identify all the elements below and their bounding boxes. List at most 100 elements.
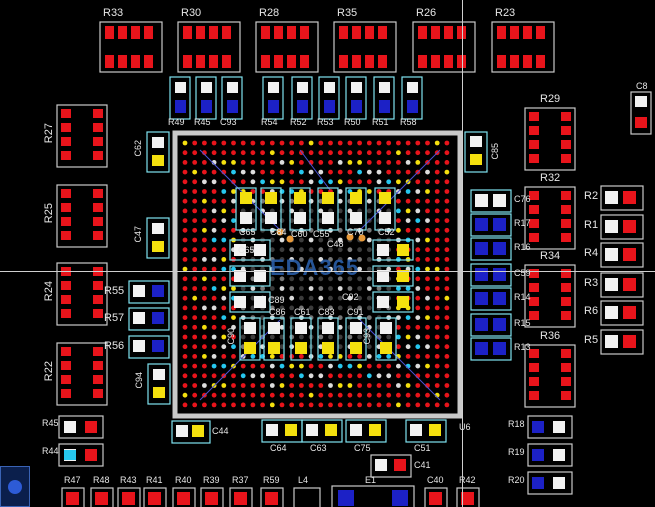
bga-ball (415, 324, 421, 330)
capacitor-outline (317, 187, 339, 231)
bga-ball (405, 286, 411, 291)
bga-ball (231, 160, 236, 165)
bga-ball (240, 286, 246, 291)
capacitor-outline (375, 317, 397, 361)
bga-ball (269, 383, 275, 388)
bga-ball (299, 363, 304, 369)
bga-ball (405, 140, 411, 146)
capacitor-outline (289, 187, 311, 231)
component-designator: C75 (354, 443, 371, 453)
bga-ball (202, 266, 207, 272)
pad (529, 191, 539, 200)
resistor-array-outline (56, 104, 108, 168)
capacitor-outline (345, 419, 387, 443)
trace (359, 319, 441, 401)
bga-ball (289, 266, 295, 272)
pad (623, 306, 636, 319)
bga-ball (231, 324, 236, 330)
component-designator: C92 (342, 292, 359, 302)
bga-ball (425, 208, 430, 214)
bga-ball (434, 344, 440, 350)
bga-ball (260, 150, 265, 156)
bga-ball (192, 305, 198, 311)
bga-ball (192, 402, 198, 408)
pad (152, 155, 164, 166)
component-designator: C60 (291, 229, 308, 239)
bga-ball (289, 247, 295, 253)
bga-ball (318, 286, 324, 291)
bga-ball (396, 344, 401, 350)
bga-ball (415, 208, 421, 214)
bga-ball (386, 257, 392, 262)
bga-ball (318, 257, 324, 262)
bga-ball (337, 257, 343, 262)
pad (93, 389, 103, 398)
bga-ball (269, 237, 275, 243)
bga-ball (192, 286, 198, 291)
bga-ball (415, 392, 421, 398)
corner-pad-button[interactable] (0, 466, 30, 507)
bga-ball (425, 266, 430, 272)
bga-ball (231, 169, 236, 175)
bga-ball (211, 179, 217, 185)
resistor-outline (600, 300, 644, 326)
bga-ball (211, 373, 217, 379)
bga-ball (279, 354, 285, 359)
bga-ball (250, 383, 256, 388)
pad (493, 318, 506, 331)
pad (561, 311, 571, 320)
bga-ball (182, 257, 188, 262)
bga-ball (415, 354, 421, 359)
pad (377, 244, 389, 256)
bga-ball (366, 140, 372, 146)
pad (497, 26, 506, 39)
pad (431, 55, 440, 68)
bga-ball (231, 354, 236, 359)
bga-ball (240, 392, 246, 398)
bga-ball (299, 334, 304, 340)
bga-ball (299, 402, 304, 408)
bga-ball (396, 227, 401, 233)
bga-ball (396, 315, 401, 320)
bga-ball (318, 363, 324, 369)
resistor-array-outline (177, 21, 241, 73)
bga-ball (444, 334, 450, 340)
bga-ball (444, 344, 450, 350)
bga-ball (299, 295, 304, 301)
bga-ball (240, 140, 246, 146)
bga-ball (444, 140, 450, 146)
pad (623, 335, 636, 348)
bga-ball (376, 257, 382, 262)
component-designator: C89 (268, 295, 285, 305)
component-designator: R40 (175, 475, 192, 485)
pad (561, 112, 571, 121)
pad (133, 340, 145, 352)
bga-ball (192, 354, 198, 359)
bga-ball (289, 344, 295, 350)
resistor-outline (600, 272, 644, 298)
bga-ball (328, 266, 333, 272)
bga-ball (221, 179, 227, 185)
bga-ball (357, 266, 362, 272)
bga-ball (221, 198, 227, 204)
pad (153, 387, 165, 398)
bga-ball (231, 227, 236, 233)
pad (294, 212, 306, 224)
bga-ball (250, 363, 256, 369)
bga-ball (182, 140, 188, 146)
pad (176, 425, 188, 437)
component-designator: C41 (414, 460, 431, 470)
bga-ball (386, 373, 392, 379)
bga-ball (386, 150, 392, 156)
component-designator: R36 (540, 330, 561, 342)
bga-ball (299, 257, 304, 262)
bga-ball (211, 315, 217, 320)
bga-ball (318, 354, 324, 359)
bga-ball (231, 257, 236, 262)
pad (493, 218, 506, 231)
bga-ball (250, 354, 256, 359)
bga-ball (328, 140, 333, 146)
bga-ball (202, 179, 207, 185)
